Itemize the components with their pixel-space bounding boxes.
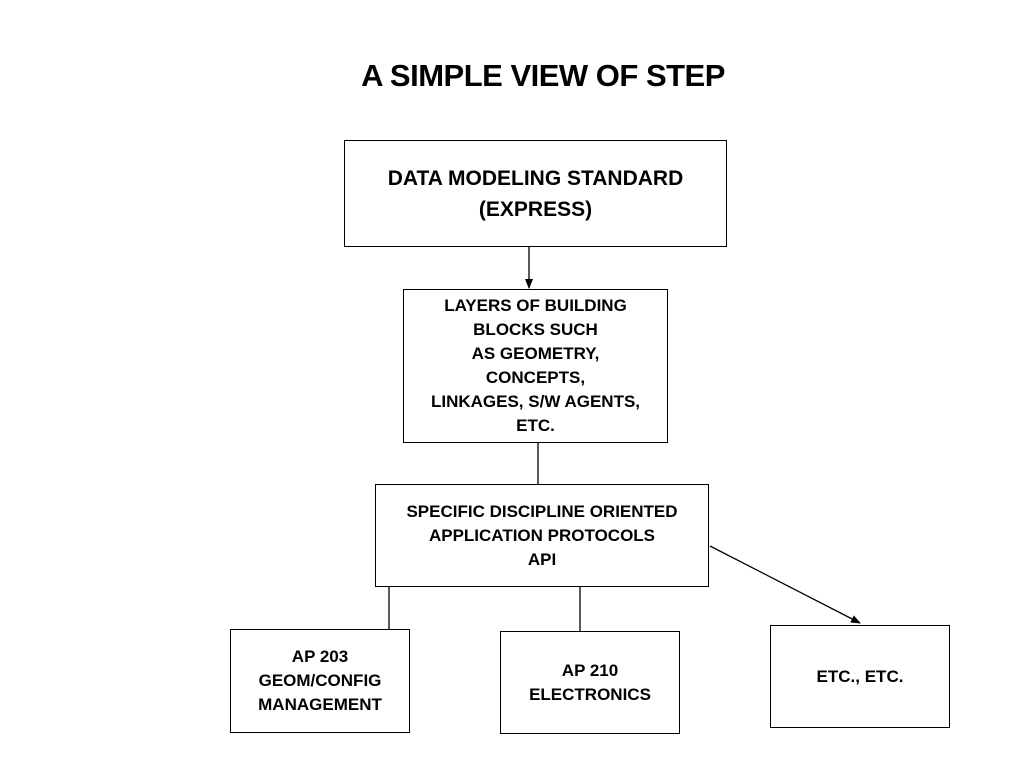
box-line: APPLICATION PROTOCOLS <box>428 525 656 545</box>
box-line: API <box>527 549 557 569</box>
arrow-protocols-to-etc <box>709 545 861 624</box>
box-line: SPECIFIC DISCIPLINE ORIENTED <box>406 501 678 521</box>
box-line: BLOCKS SUCH <box>473 320 598 339</box>
box-line: (EXPRESS) <box>478 197 593 221</box>
box-line: AS GEOMETRY, <box>471 344 600 363</box>
box-line: LINKAGES, S/W AGENTS, <box>430 392 641 411</box>
box-line: ETC., ETC. <box>816 666 904 686</box>
ap210-box: AP 210 ELECTRONICS <box>500 631 680 734</box>
box-line: CONCEPTS, <box>485 368 586 387</box>
building-blocks-layers-box: LAYERS OF BUILDING BLOCKS SUCH AS GEOMET… <box>403 289 668 443</box>
box-line: LAYERS OF BUILDING <box>444 296 627 315</box>
box-line: ELECTRONICS <box>529 684 651 704</box>
box-line: AP 203 <box>291 647 349 666</box>
box-line: DATA MODELING STANDARD <box>387 166 684 190</box>
diagram-title: A SIMPLE VIEW OF STEP <box>361 58 725 93</box>
box-line: ETC. <box>516 416 555 435</box>
box-line: MANAGEMENT <box>258 695 382 714</box>
ap203-box: AP 203 GEOM/CONFIG MANAGEMENT <box>230 629 410 733</box>
box-line: AP 210 <box>561 660 619 680</box>
application-protocols-box: SPECIFIC DISCIPLINE ORIENTED APPLICATION… <box>375 484 709 587</box>
data-modeling-standard-box: DATA MODELING STANDARD (EXPRESS) <box>344 140 727 247</box>
box-line: GEOM/CONFIG <box>258 671 382 690</box>
etc-box: ETC., ETC. <box>770 625 950 728</box>
